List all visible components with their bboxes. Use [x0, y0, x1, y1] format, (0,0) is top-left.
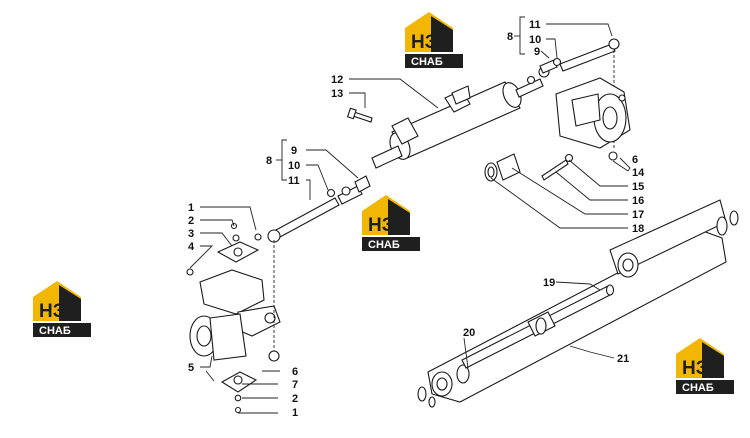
callout-11-left: 11	[288, 175, 300, 187]
callout-6-right: 6	[632, 154, 638, 166]
callout-13: 13	[331, 88, 343, 100]
callout-8-right: 8	[507, 31, 513, 43]
callout-4: 4	[188, 241, 195, 253]
callout-9-left: 9	[291, 145, 297, 157]
axle-shaft	[461, 284, 615, 369]
callout-20: 20	[463, 327, 475, 339]
steering-knuckle-left	[186, 222, 281, 414]
callout-12: 12	[331, 74, 343, 86]
logo-word: СНАБ	[39, 325, 71, 337]
logo-word: СНАБ	[368, 239, 400, 251]
logo-word: СНАБ	[411, 56, 443, 68]
leader-lines	[189, 16, 631, 414]
callout-7: 7	[292, 379, 298, 391]
callout-11-right: 11	[529, 19, 541, 31]
logo-letters: НЗ	[682, 358, 708, 379]
callout-14: 14	[632, 167, 645, 179]
bolt-13	[346, 107, 373, 123]
logo-watermark-center: НЗ СНАБ	[362, 195, 420, 251]
callout-2-bottom: 2	[292, 393, 298, 405]
logo-watermark-right: НЗ СНАБ	[676, 338, 734, 394]
logo-word: СНАБ	[682, 382, 714, 394]
logo-watermark-left: НЗ СНАБ	[33, 281, 91, 337]
callout-2-top: 2	[188, 215, 194, 227]
logo-letters: НЗ	[411, 32, 437, 53]
callout-21: 21	[617, 353, 629, 365]
callout-15: 15	[632, 181, 644, 193]
tie-rod-left	[254, 175, 371, 243]
callout-18: 18	[632, 223, 644, 235]
steering-cylinder	[371, 66, 550, 169]
callout-10-left: 10	[288, 160, 300, 172]
logo-letters: НЗ	[39, 301, 65, 322]
logo-letters: НЗ	[368, 215, 394, 236]
logo-watermark-top: НЗ СНАБ	[405, 12, 463, 68]
callout-3: 3	[188, 228, 194, 240]
callout-8-left: 8	[266, 155, 272, 167]
callout-5: 5	[188, 362, 194, 374]
callout-1-top: 1	[188, 202, 194, 214]
callout-19: 19	[543, 277, 555, 289]
callout-9-right: 9	[534, 46, 540, 58]
callout-17: 17	[632, 209, 644, 221]
callout-16: 16	[632, 195, 644, 207]
callout-1-bottom: 1	[292, 407, 298, 419]
callout-numbers: 1 2 3 4 5 6 7 2 1 8 9 10 11 12 13 8 9 10…	[188, 19, 645, 419]
callout-10-right: 10	[529, 34, 541, 46]
callout-6-left: 6	[292, 366, 298, 378]
axle-beam	[417, 199, 739, 408]
steering-knuckle-right	[484, 77, 631, 182]
